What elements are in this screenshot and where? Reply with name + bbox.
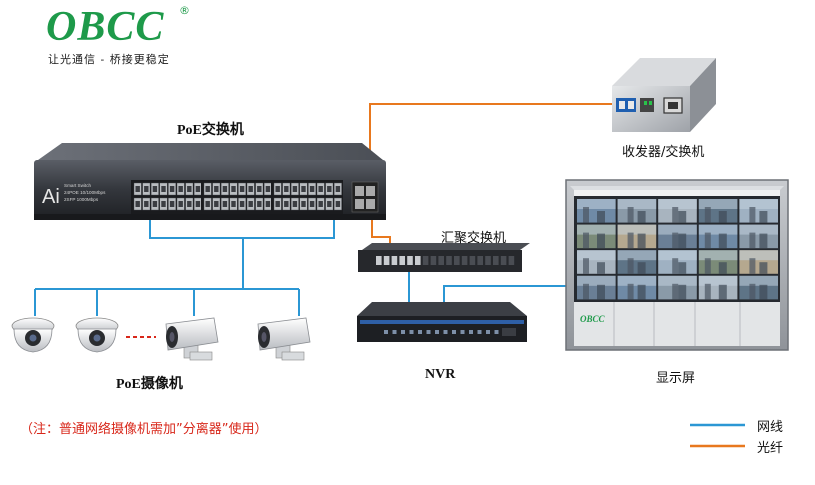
dome-camera-2 (75, 317, 119, 353)
brand-slogan: 让光通信 - 桥接更稳定 (48, 53, 170, 66)
switch-spec-1: Smart Switch (64, 183, 92, 188)
brand-logo: OBCC (46, 4, 165, 50)
bullet-camera-1 (165, 317, 219, 361)
label-poe-camera: PoE摄像机 (116, 377, 183, 392)
poe-switch-device: Ai Smart Switch 24POE 10/100Mbps 2SFP 10… (34, 143, 386, 220)
legend-fiber-label: 光纤 (757, 441, 784, 456)
nvr-device (357, 302, 527, 342)
ethernet-nvr-to-display (443, 285, 567, 306)
label-display: 显示屏 (656, 371, 696, 386)
label-poe-switch: PoE交换机 (177, 123, 244, 138)
ethernet-cables (34, 213, 567, 316)
transceiver-device (612, 58, 716, 132)
display-brand: OBCC (580, 314, 606, 324)
label-transceiver: 收发器/交换机 (622, 145, 705, 160)
switch-logo: Ai (42, 186, 60, 208)
bullet-camera-2 (257, 317, 311, 361)
label-aggregation-switch: 汇聚交换机 (441, 231, 507, 246)
legend-ethernet-label: 网线 (757, 420, 784, 435)
aggregation-switch-device (358, 243, 530, 272)
switch-spec-2: 24POE 10/100Mbps (64, 190, 106, 195)
splitter-note: （注：普通网络摄像机需加”分离器”使用） (20, 422, 268, 437)
display-wall-tiles (577, 199, 778, 300)
fiber-switch-to-transceiver (369, 103, 618, 185)
label-nvr: NVR (425, 367, 456, 382)
registered-mark: ® (179, 4, 190, 17)
switch-spec-3: 2SFP 1000Mbps (64, 197, 99, 202)
switch-ports (131, 180, 343, 214)
display-wall-device: OBCC (565, 179, 789, 351)
dome-camera-1 (11, 317, 55, 353)
